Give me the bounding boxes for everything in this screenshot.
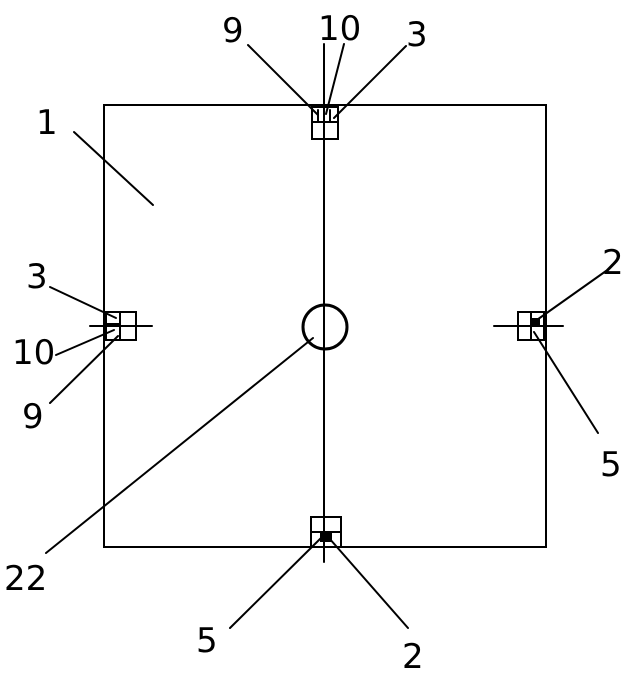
- label-top-3: 3: [406, 15, 428, 55]
- label-right-2: 2: [602, 243, 624, 283]
- left-connector: [89, 311, 153, 341]
- leader-lines: [45, 43, 607, 629]
- label-top-10: 10: [318, 9, 361, 49]
- bottom-connector: [310, 516, 342, 548]
- label-right-5: 5: [600, 445, 622, 485]
- center-hole: [301, 303, 349, 351]
- top-connector: [311, 106, 339, 140]
- label-bottom-2: 2: [402, 637, 424, 677]
- label-left-3: 3: [26, 257, 48, 297]
- label-bottom-5: 5: [196, 621, 218, 661]
- label-left-10: 10: [12, 333, 55, 373]
- label-top-9: 9: [222, 11, 244, 51]
- label-left-9: 9: [22, 397, 44, 437]
- label-1: 1: [36, 103, 58, 143]
- right-connector: [493, 311, 564, 341]
- label-22: 22: [4, 559, 47, 599]
